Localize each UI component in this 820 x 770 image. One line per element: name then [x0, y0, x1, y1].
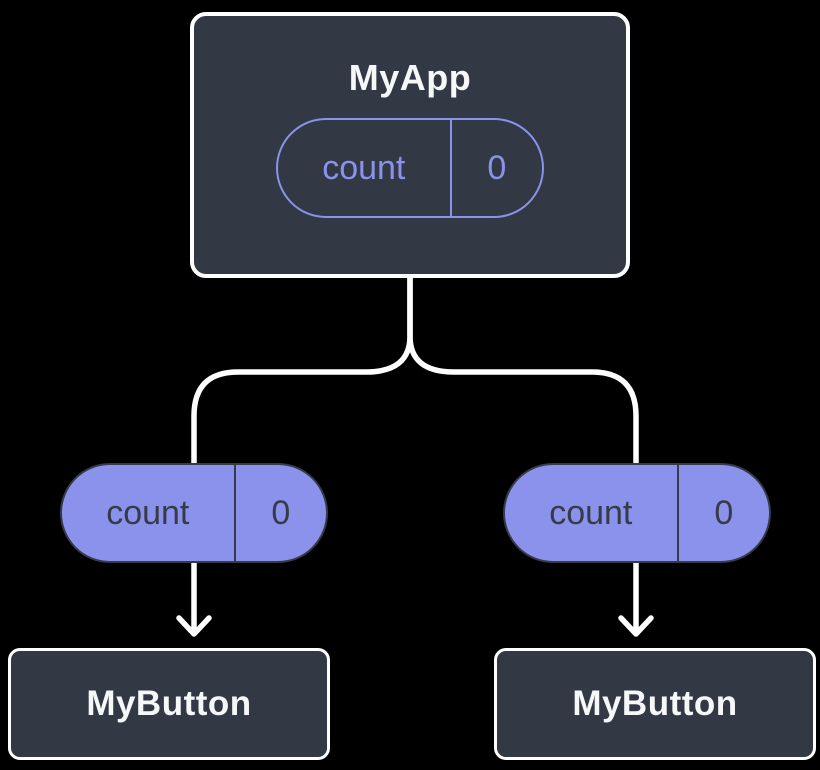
root-component-box: MyApp count 0 — [190, 12, 630, 278]
prop-pill-left: count 0 — [60, 463, 328, 563]
fork-connector-right — [407, 272, 639, 464]
root-component-title: MyApp — [348, 57, 472, 98]
arrow-head-right-icon — [618, 615, 654, 637]
prop-name: count — [62, 465, 236, 561]
child-component-title: MyButton — [86, 684, 252, 723]
prop-value: 0 — [714, 493, 734, 532]
prop-name: count — [505, 465, 679, 561]
child-component-box-right: MyButton — [494, 648, 816, 760]
arrow-head-left-icon — [176, 615, 212, 637]
state-value: 0 — [487, 148, 507, 187]
fork-connector-left — [191, 272, 413, 464]
child-component-box-left: MyButton — [8, 648, 330, 760]
state-name: count — [278, 120, 452, 216]
child-component-title: MyButton — [572, 684, 738, 723]
prop-value: 0 — [271, 493, 291, 532]
state-pill: count 0 — [276, 118, 544, 218]
prop-pill-right: count 0 — [503, 463, 771, 563]
